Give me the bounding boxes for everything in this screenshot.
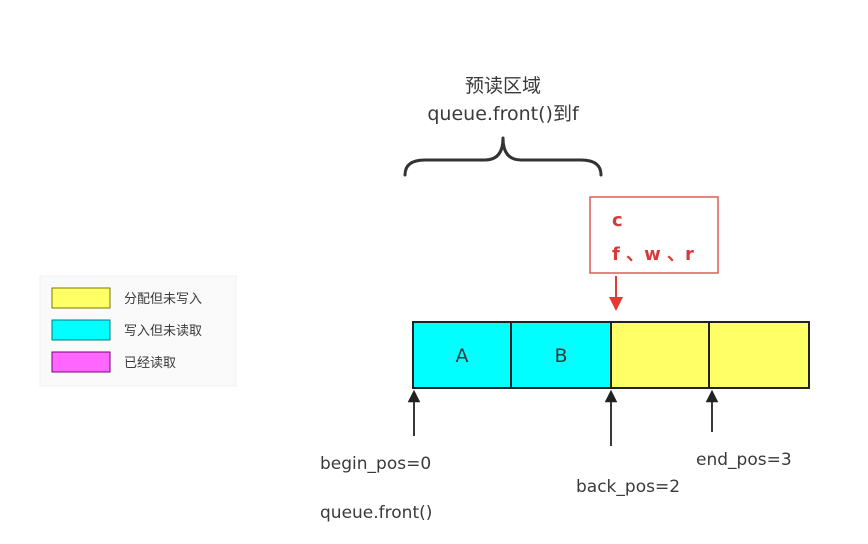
queue-cell-0 xyxy=(412,321,512,389)
queue-cell-2 xyxy=(610,321,710,389)
note-border xyxy=(589,196,719,274)
prefetch-subtitle: queue.front()到f xyxy=(427,103,580,125)
prefetch-region: 预读区域 queue.front()到f xyxy=(403,75,603,177)
pointer-arrows xyxy=(407,389,719,446)
begin-pos-label: begin_pos=0 xyxy=(320,454,431,474)
pointer-labels: begin_pos=0 queue.front() back_pos=2 end… xyxy=(320,450,792,523)
queue-cell-1-label: B xyxy=(554,345,567,367)
legend-swatch-read xyxy=(51,351,111,373)
queue-front-label: queue.front() xyxy=(320,503,432,523)
note-line-2: f 、w 、r xyxy=(612,244,694,265)
note-box: c f 、w 、r xyxy=(589,196,719,311)
legend-swatch-written-unread xyxy=(51,319,111,341)
legend-swatch-allocated-unwritten xyxy=(51,287,111,309)
end-pos-label: end_pos=3 xyxy=(696,450,792,470)
legend-label-written-unread: 写入但未读取 xyxy=(124,324,202,339)
back-pos-label: back_pos=2 xyxy=(576,477,680,497)
prefetch-title: 预读区域 xyxy=(465,75,541,97)
queue-cells: A B xyxy=(412,321,810,389)
legend-label-allocated-unwritten: 分配但未写入 xyxy=(124,292,202,307)
legend-label-read: 已经读取 xyxy=(124,356,176,371)
legend: 分配但未写入 写入但未读取 已经读取 xyxy=(39,275,237,387)
curly-brace xyxy=(403,136,603,177)
queue-cell-0-label: A xyxy=(456,345,469,367)
note-line-1: c xyxy=(612,210,623,231)
queue-cell-3 xyxy=(708,321,810,389)
